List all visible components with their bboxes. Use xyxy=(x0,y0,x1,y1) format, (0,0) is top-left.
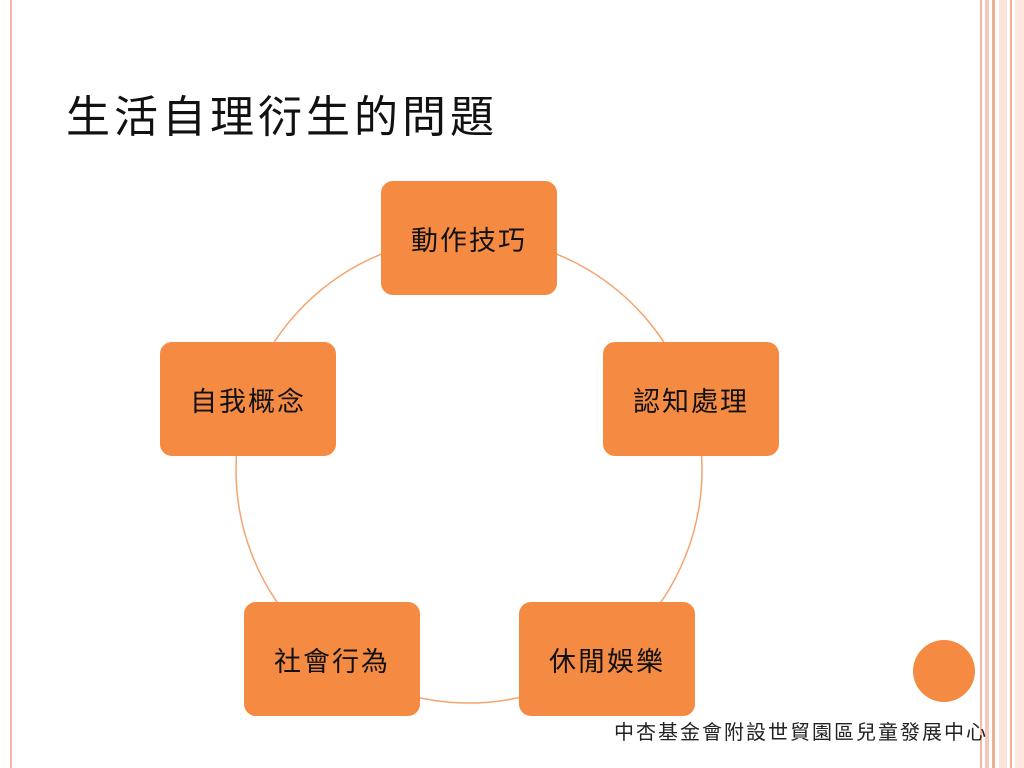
edge-stripe xyxy=(1015,0,1024,768)
decorative-circle xyxy=(913,640,975,702)
node-label: 自我概念 xyxy=(190,386,306,418)
slide-title: 生活自理衍生的問題 xyxy=(66,92,498,143)
edge-stripe xyxy=(999,0,1007,768)
node-label: 休閒娛樂 xyxy=(549,646,665,678)
node-label: 社會行為 xyxy=(274,646,390,678)
edge-stripe xyxy=(985,0,989,768)
edge-stripe xyxy=(992,0,995,768)
cycle-node-social-behavior: 社會行為 xyxy=(244,602,420,716)
edge-stripe xyxy=(1010,0,1012,768)
node-label: 認知處理 xyxy=(633,386,749,418)
cycle-node-motor-skills: 動作技巧 xyxy=(381,181,557,295)
cycle-node-self-concept: 自我概念 xyxy=(160,342,336,456)
cycle-node-cognitive-processing: 認知處理 xyxy=(603,342,779,456)
slide-frame xyxy=(10,0,982,768)
slide-footer: 中杏基金會附設世貿園區兒童發展中心 xyxy=(614,720,988,744)
cycle-node-leisure: 休閒娛樂 xyxy=(519,602,695,716)
node-label: 動作技巧 xyxy=(411,225,527,257)
